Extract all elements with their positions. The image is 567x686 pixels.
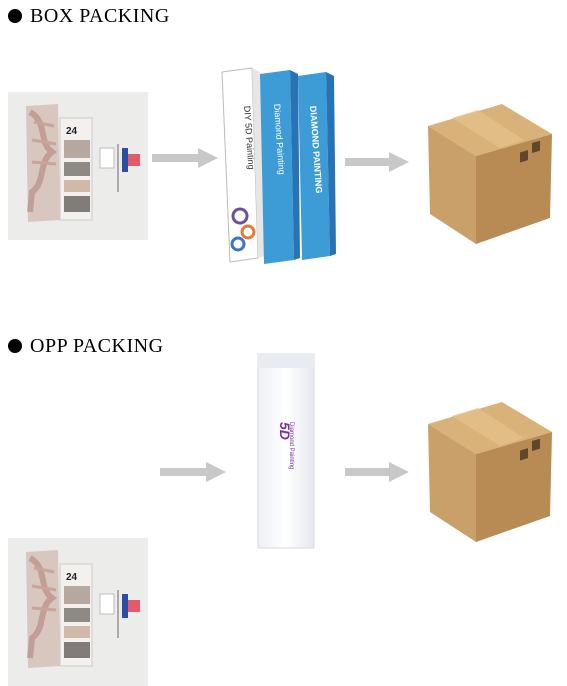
kit-photo-opp: 24: [8, 538, 148, 686]
arrow-right-icon: [152, 148, 218, 168]
opp-bag-brand: 5D: [277, 422, 293, 440]
opp-bag-text: Diamond Painting: [288, 422, 294, 469]
arrow-right-icon: [345, 152, 409, 172]
arrow-right-icon: [345, 462, 409, 482]
arrow-right-icon: [160, 462, 226, 482]
kit-photo-box: 24: [8, 92, 148, 240]
opp-packing-heading: OPP PACKING: [8, 334, 164, 358]
box-packing-heading: BOX PACKING: [8, 4, 170, 28]
blue-tube-label: Diamond Painting: [272, 103, 287, 175]
tube-boxes: DIY 5D Painting Diamond Painting DIAMOND…: [218, 66, 336, 266]
kit-illustration: 24: [8, 92, 148, 240]
bullet-icon: [8, 9, 22, 23]
box-packing-title: BOX PACKING: [30, 4, 170, 27]
kit-number: 24: [66, 572, 78, 583]
shipping-carton: [424, 100, 554, 246]
opp-bag: 5D Diamond Painting: [256, 352, 316, 550]
opp-packing-title: OPP PACKING: [30, 334, 164, 357]
shipping-carton: [424, 398, 554, 544]
bullet-icon: [8, 339, 22, 353]
white-tube-label: DIY 5D Painting: [242, 105, 256, 169]
kit-illustration: 24: [8, 538, 148, 686]
kit-number: 24: [66, 126, 78, 137]
